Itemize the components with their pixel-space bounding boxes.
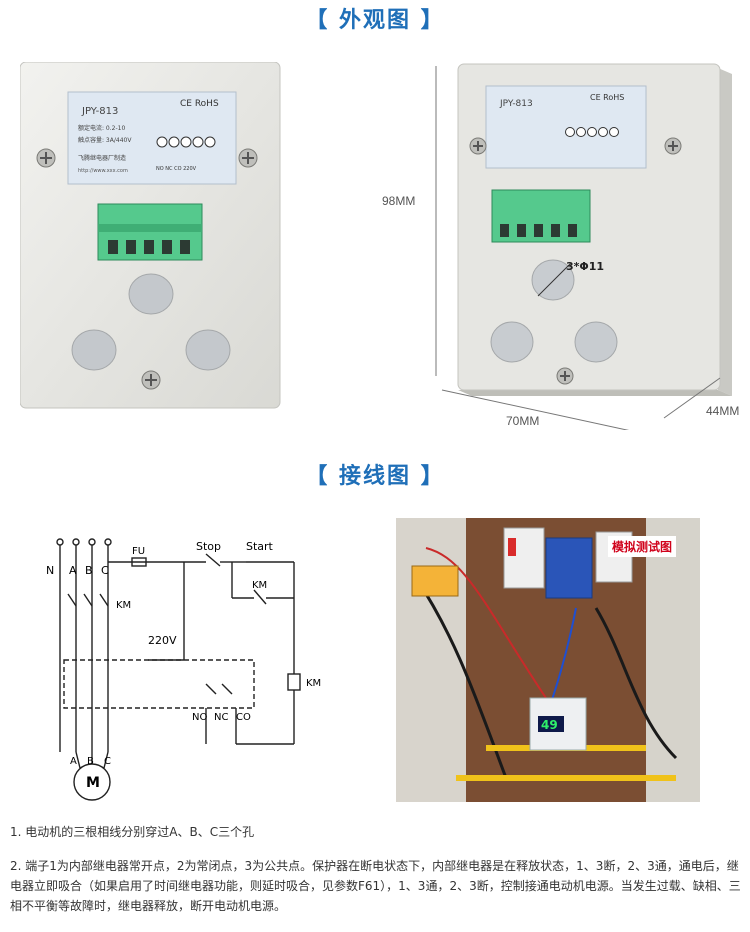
motor-phase-c: C: [104, 756, 111, 767]
note-1: 1. 电动机的三根相线分别穿过A、B、C三个孔: [10, 825, 255, 839]
note-2: 2. 端子1为内部继电器常开点，2为常闭点，3为公共点。保护器在断电状态下，内部…: [10, 859, 741, 913]
motor-label: M: [86, 775, 100, 791]
product-front-image: JPY-813 CE RoHS 额定电流: 0.2-10 触点容量: 3A/44…: [20, 62, 281, 409]
label-ce: CE RoHS: [180, 99, 219, 109]
section-title-appearance: 【 外观图 】: [305, 8, 445, 33]
phase-a: A: [69, 564, 77, 577]
label-model: JPY-813: [81, 106, 118, 117]
km-coil-label: KM: [306, 678, 321, 689]
section-title-wiring: 【 接线图 】: [305, 464, 445, 489]
phase-n: N: [46, 564, 54, 577]
stop-label: Stop: [196, 540, 221, 553]
display-value: 49: [541, 718, 558, 732]
label-maker: 飞腾继电器厂制造: [78, 154, 126, 162]
product-dimension-image: JPY-813 CE RoHS 3*Φ11: [435, 63, 732, 430]
contact-no: NO: [192, 712, 207, 723]
km-contact-label: KM: [116, 600, 131, 611]
phase-b: B: [85, 564, 93, 577]
width-dimension: 70MM: [506, 414, 540, 428]
motor-phase-a: A: [70, 756, 77, 767]
phase-c: C: [101, 564, 109, 577]
label2-model: JPY-813: [499, 99, 533, 109]
contact-nc: NC: [214, 712, 228, 723]
photo-tag: 模拟测试图: [608, 536, 677, 557]
fuse-label: FU: [132, 546, 145, 557]
contact-co: CO: [236, 712, 251, 723]
label-line2: 触点容量: 3A/440V: [78, 136, 132, 144]
label2-ce: CE RoHS: [590, 93, 624, 102]
label-line1: 额定电流: 0.2-10: [78, 124, 125, 132]
depth-dimension: 44MM: [706, 404, 740, 418]
label-term-bottom: NO NC CO 220V: [156, 166, 197, 172]
test-photo: 49: [396, 518, 700, 802]
voltage-label: 220V: [148, 634, 177, 647]
start-label: Start: [246, 540, 274, 553]
km-aux-label: KM: [252, 580, 267, 591]
hole-dimension-label: 3*Φ11: [566, 260, 604, 273]
label-url: http://www.xxx.com: [78, 168, 128, 174]
motor-phase-b: B: [87, 756, 94, 767]
wiring-schematic: N A B C FU Stop Start KM KM KM 220V NO N…: [46, 538, 321, 801]
height-dimension: 98MM: [382, 194, 416, 208]
